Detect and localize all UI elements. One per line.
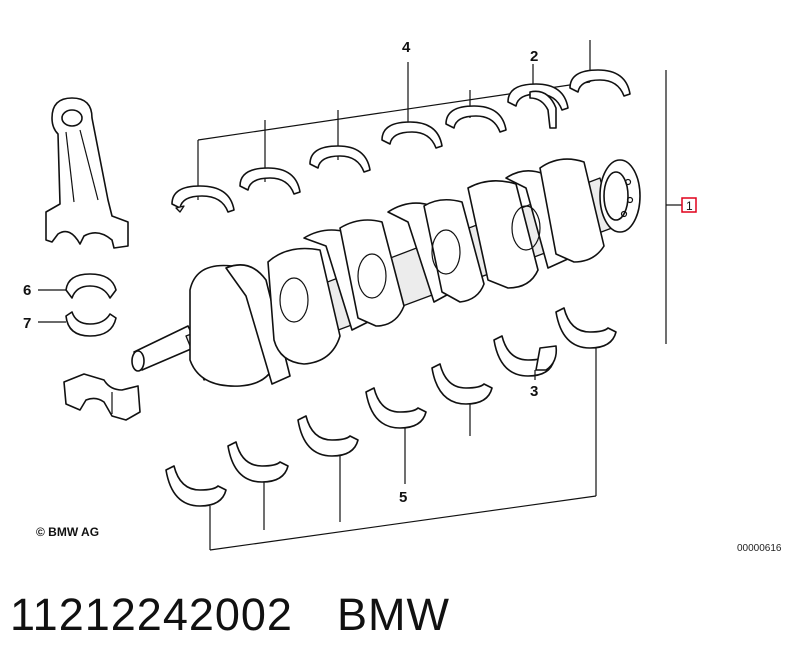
lower-bearing-shell [431, 363, 493, 405]
callout-6: 6 [23, 282, 31, 299]
lower-bearing-shell [297, 415, 359, 457]
thrust-bearing-shell [507, 83, 569, 129]
crankshaft-exploded-diagram: 4 2 3 5 6 7 1 [23, 39, 697, 551]
connecting-rod [45, 97, 129, 249]
rod-bearing-lower [65, 311, 117, 337]
callout-1: 1 [686, 199, 693, 213]
lower-bearing-shell [365, 387, 427, 429]
part-number: 11212242002 [10, 589, 293, 640]
callout-7: 7 [23, 315, 31, 332]
upper-bearing-shells [171, 69, 631, 213]
copyright-notice: © BMW AG [36, 525, 100, 539]
drawing-id: 00000616 [737, 543, 782, 554]
crankshaft [131, 158, 641, 387]
upper-bearing-shell [239, 167, 301, 195]
callout-5: 5 [399, 489, 407, 506]
lower-bearing-shell [227, 441, 289, 483]
lower-bearing-shell [165, 465, 227, 507]
assembly-bracket [665, 70, 682, 344]
lower-bearing-shells [165, 307, 617, 507]
brand-name: BMW [336, 589, 450, 640]
callout-3: 3 [530, 383, 538, 400]
lower-bearing-leaders [209, 348, 597, 551]
callout-1-highlight[interactable]: 1 [681, 197, 697, 213]
upper-bearing-shell [569, 69, 631, 97]
rod-cap [63, 373, 141, 421]
upper-bearing-shell [171, 185, 235, 213]
part-footer: 11212242002 BMW [10, 585, 450, 645]
callout-2: 2 [530, 48, 538, 65]
lower-thrust-bearing-shell [493, 335, 558, 377]
callout-4: 4 [402, 39, 411, 56]
rod-bearing-upper [65, 273, 117, 299]
upper-bearing-shell [445, 105, 507, 133]
upper-bearing-shell [381, 121, 443, 149]
upper-bearing-shell [309, 145, 371, 173]
lower-bearing-shell [555, 307, 617, 349]
